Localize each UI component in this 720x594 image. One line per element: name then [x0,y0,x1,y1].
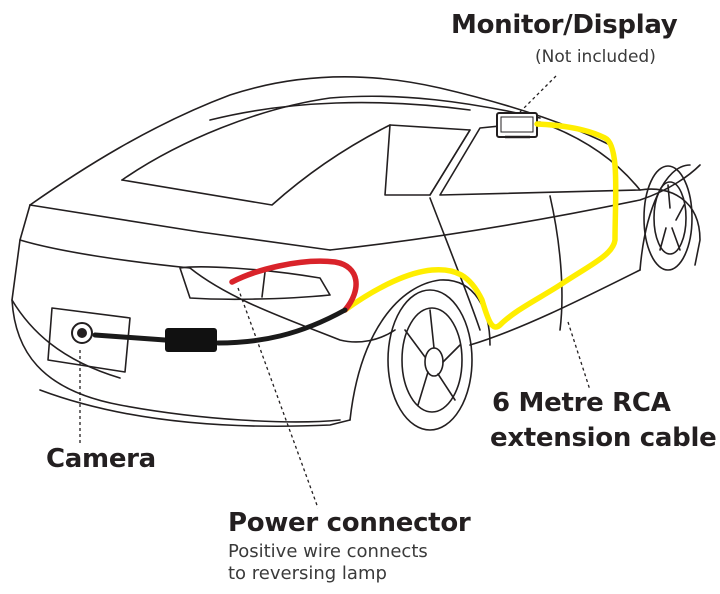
rear-quarter [189,267,396,343]
rca-cable-label-line2: extension cable [490,423,717,453]
roof-ridge [209,101,471,121]
bumper-lower [39,389,351,428]
taillight [179,266,331,301]
power-connector-desc-line1: Positive wire connects [228,541,428,562]
rca-cable-label-line1: 6 Metre RCA [492,388,671,418]
rca-extension-cable [342,121,619,330]
rear-bumper [11,299,341,423]
power-connector-desc-line2: to reversing lamp [228,563,387,584]
side-upper-line [329,164,701,251]
leader-lines [79,75,591,509]
roof-inner-line [121,95,541,181]
rear-deck-line [29,204,331,251]
rear-wheel-rim [401,307,463,413]
b-pillar [429,129,471,196]
rear-window [121,124,391,206]
leader-monitor [519,75,557,113]
rear-wheel-spokes [404,309,461,406]
power-connector-title: Power connector [228,508,471,538]
rear-side-window [384,124,471,196]
camera [71,322,93,344]
monitor-display [496,112,538,139]
camera-lens [77,328,87,338]
camera-cable [92,307,348,346]
taillight-inner [261,271,266,298]
number-plate-recess [47,307,131,373]
monitor-title-label: Monitor/Display [451,10,678,40]
front-wheel-arch [639,164,691,271]
power-wire [229,258,359,313]
monitor-bezel-inner [500,116,534,133]
monitor-note-label: (Not included) [535,47,656,67]
leader-rca [567,321,591,391]
camera-label: Camera [46,444,156,474]
front-door-line [549,195,563,331]
roof-outline [29,75,611,206]
rear-wheel [387,289,473,431]
car-body [11,75,701,431]
rear-face-top [11,239,121,379]
front-wheel [643,165,693,271]
front-wheel-spokes [659,184,685,251]
front-wheel-rim [653,181,687,255]
boot-lid [19,204,191,269]
front-side-window [439,121,641,196]
inline-connector [165,328,217,352]
rear-door-line [429,197,481,331]
door-sill [469,269,641,346]
leader-power [237,287,319,509]
